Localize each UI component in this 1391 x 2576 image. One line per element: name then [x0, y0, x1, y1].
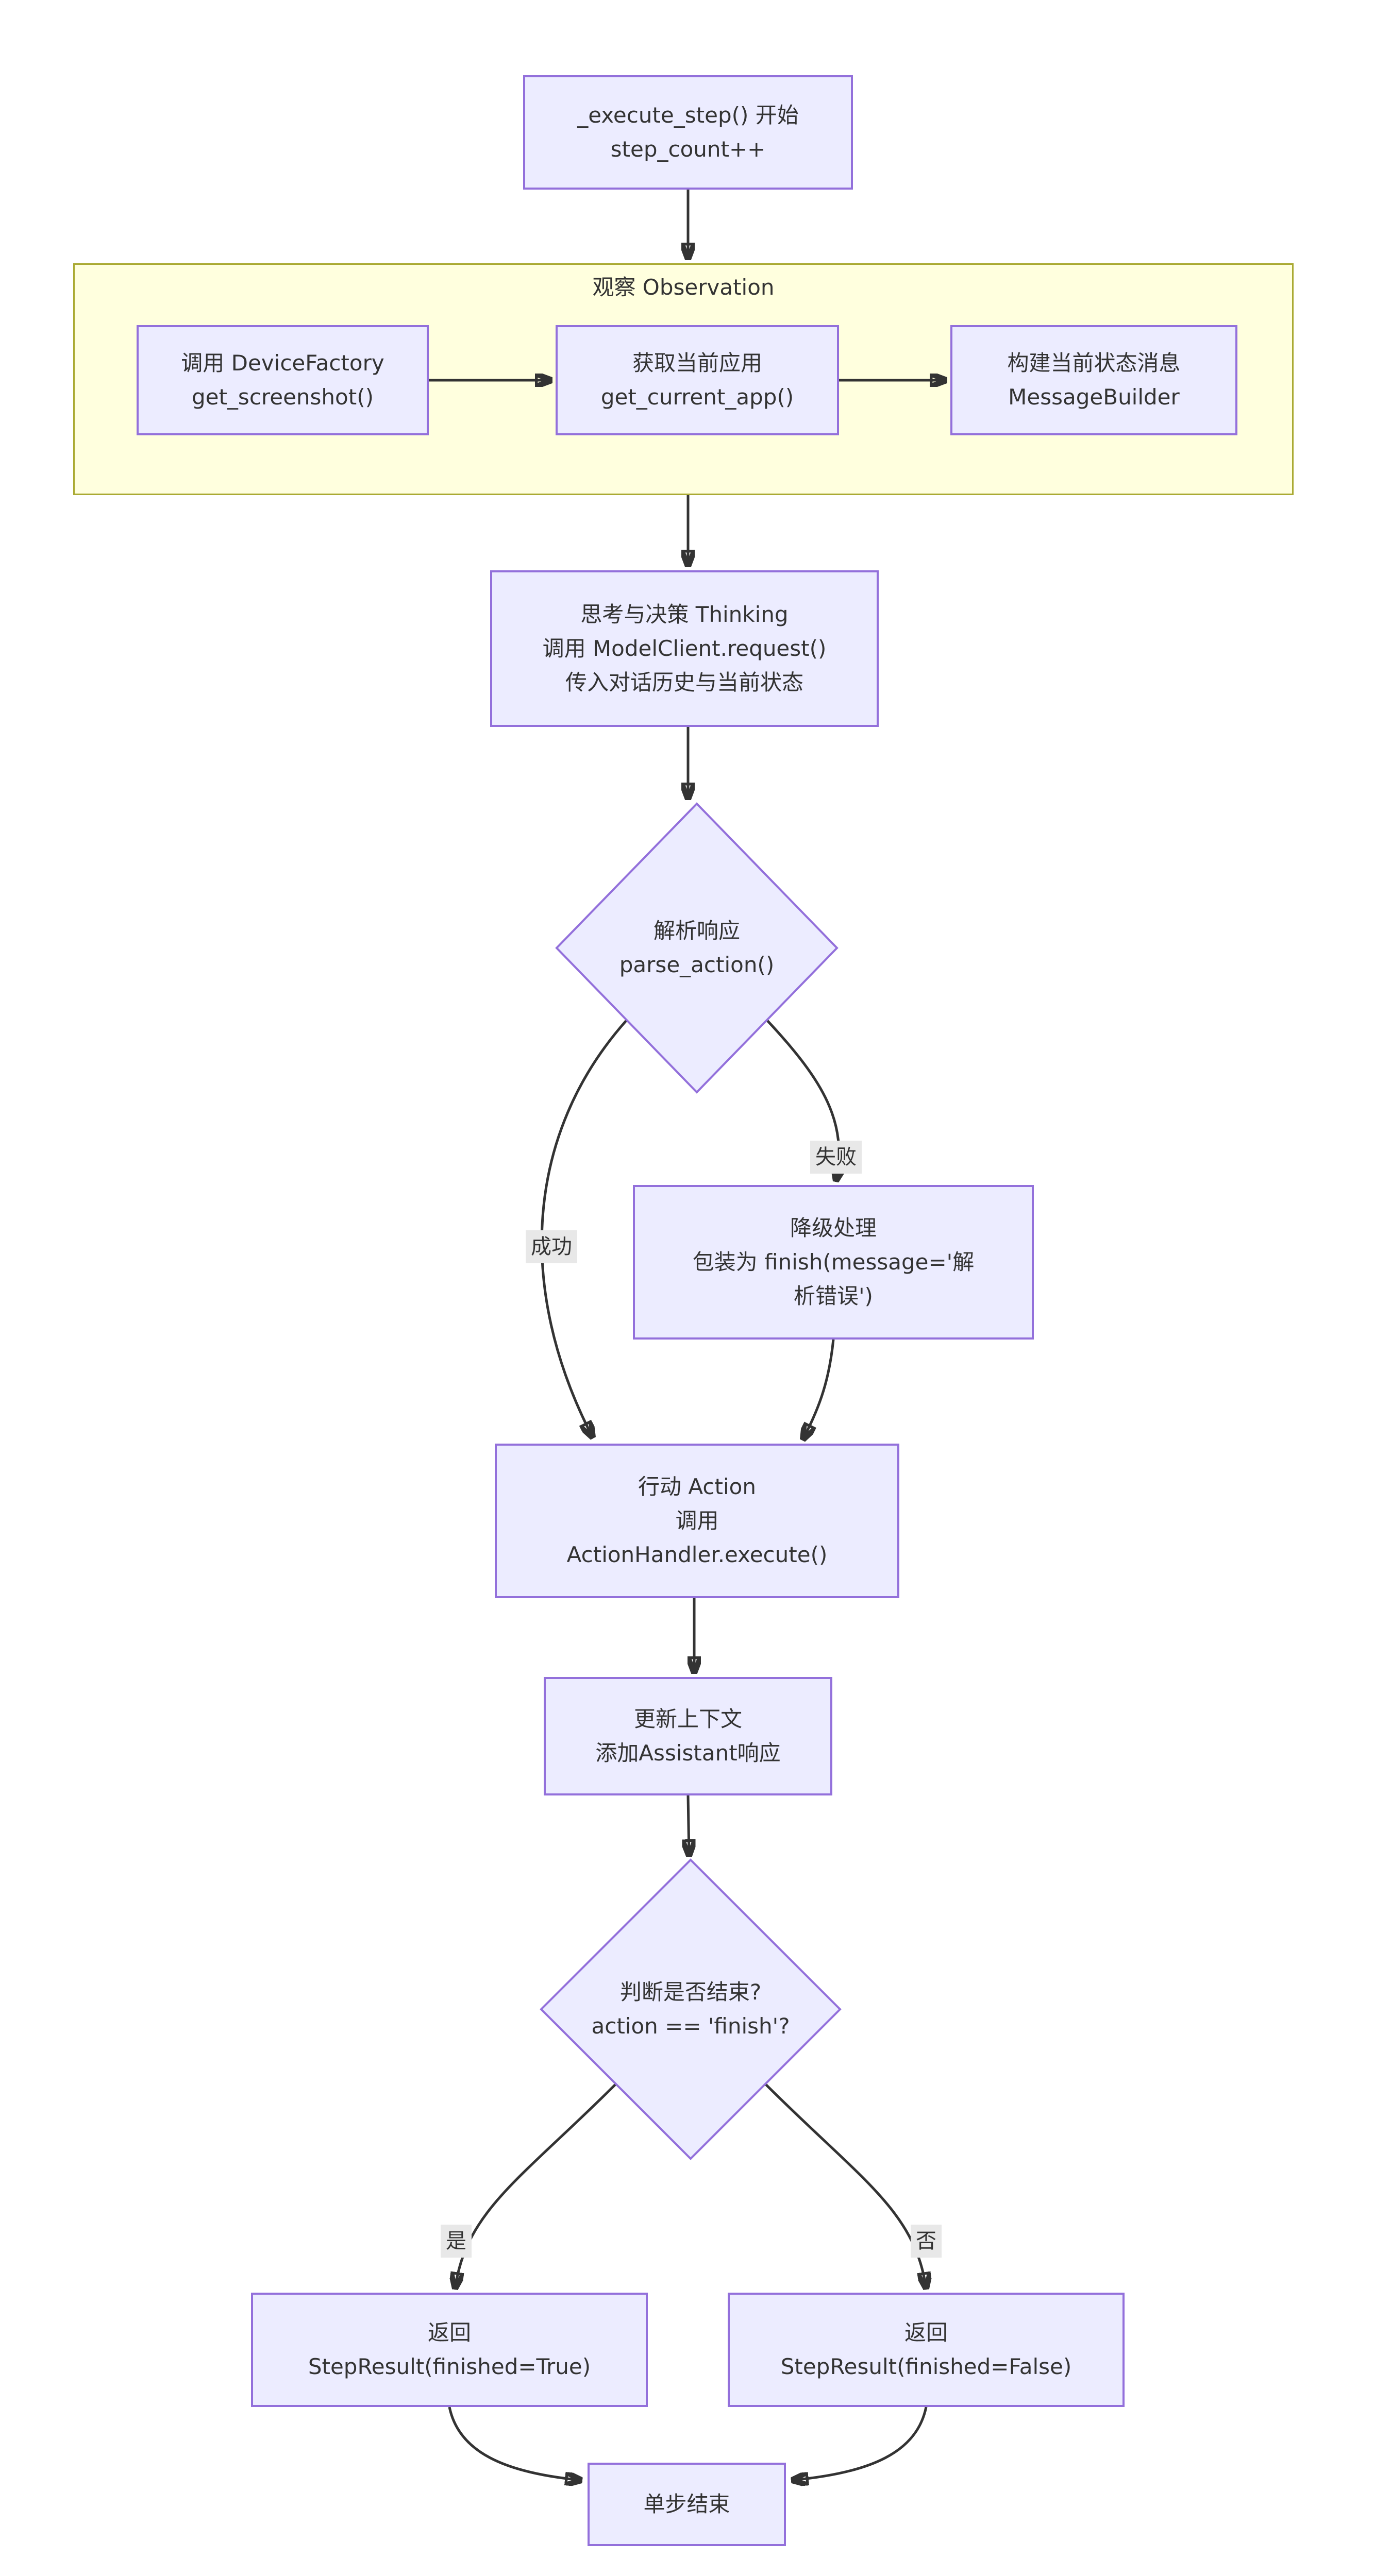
node-update-context-label: 更新上下文 添加Assistant响应	[595, 1706, 781, 1766]
node-action-label: 行动 Action 调用 ActionHandler.execute()	[566, 1474, 828, 1567]
node-step-end-label: 单步结束	[643, 2492, 730, 2517]
node-thinking-label: 思考与决策 Thinking 调用 ModelClient.request() …	[542, 602, 827, 695]
edge-label-fail: 失败	[810, 1141, 862, 1174]
node-finish-decision: 判断是否结束? action == 'finish'?	[540, 1858, 842, 2160]
edge-label-yes: 是	[441, 2225, 472, 2258]
node-finish-decision-label: 判断是否结束? action == 'finish'?	[591, 1979, 790, 2039]
node-execute-step-start-label: _execute_step() 开始 step_count++	[577, 103, 799, 162]
node-execute-step-start: _execute_step() 开始 step_count++	[523, 75, 853, 190]
node-step-end: 单步结束	[588, 2463, 786, 2546]
edge-label-no: 否	[911, 2225, 942, 2258]
node-action: 行动 Action 调用 ActionHandler.execute()	[495, 1444, 899, 1598]
node-fallback-label: 降级处理 包装为 finish(message='解 析错误')	[692, 1215, 975, 1309]
node-get-screenshot-label: 调用 DeviceFactory get_screenshot()	[181, 350, 384, 410]
observation-subgraph-title: 观察 Observation	[592, 275, 775, 300]
node-get-current-app-label: 获取当前应用 get_current_app()	[600, 350, 794, 410]
node-parse-decision: 解析响应 parse_action()	[555, 802, 839, 1094]
node-fallback: 降级处理 包装为 finish(message='解 析错误')	[633, 1185, 1034, 1340]
parse-diamond-shape	[555, 802, 839, 1094]
node-return-true: 返回 StepResult(finished=True)	[251, 2293, 648, 2407]
edge-return-true-to-end	[448, 2406, 581, 2480]
node-message-builder-label: 构建当前状态消息 MessageBuilder	[1007, 350, 1181, 410]
node-return-true-label: 返回 StepResult(finished=True)	[308, 2320, 591, 2379]
node-parse-decision-label: 解析响应 parse_action()	[619, 918, 775, 977]
edge-return-false-to-end	[792, 2406, 928, 2480]
edge-update-to-decide	[688, 1795, 689, 1856]
node-thinking: 思考与决策 Thinking 调用 ModelClient.request() …	[490, 570, 879, 727]
edge-decide-yes-to-return-true	[455, 2083, 617, 2289]
node-get-screenshot: 调用 DeviceFactory get_screenshot()	[137, 325, 429, 435]
node-get-current-app: 获取当前应用 get_current_app()	[556, 325, 839, 435]
edge-parse-success-to-action	[540, 1019, 628, 1437]
edge-decide-no-to-return-false	[764, 2083, 926, 2289]
node-return-false: 返回 StepResult(finished=False)	[728, 2293, 1125, 2407]
edge-label-success: 成功	[526, 1230, 577, 1263]
node-return-false-label: 返回 StepResult(finished=False)	[780, 2320, 1072, 2379]
finish-diamond-shape	[540, 1858, 842, 2160]
node-message-builder: 构建当前状态消息 MessageBuilder	[950, 325, 1237, 435]
node-update-context: 更新上下文 添加Assistant响应	[544, 1677, 832, 1795]
edge-fallback-to-action	[803, 1339, 835, 1439]
